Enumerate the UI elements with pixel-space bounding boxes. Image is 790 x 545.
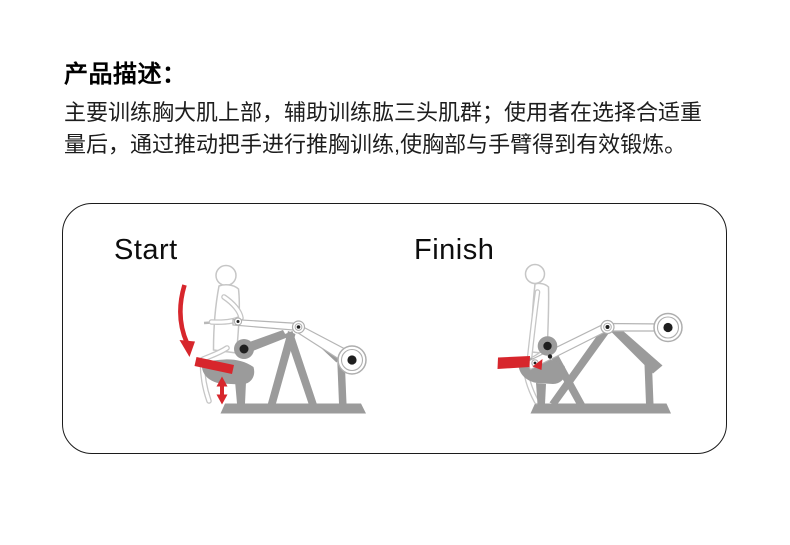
- cam-disc: [537, 336, 558, 359]
- pivot-joints: [233, 317, 306, 334]
- finish-exercise-illustration: [497, 263, 683, 414]
- exercise-diagram-panel: Start Finish: [62, 203, 727, 454]
- pivot-joints: [531, 319, 615, 367]
- start-exercise-illustration: [178, 264, 367, 414]
- page-title: 产品描述：: [64, 61, 187, 88]
- machine-frame: [530, 323, 671, 414]
- handle-tip-red: [532, 359, 543, 370]
- description-line-1: 主要训练胸大肌上部，辅助训练肱三头肌群；使用者在选择合适重: [64, 100, 703, 125]
- press-down-arrow-icon: [178, 284, 195, 357]
- height-adjust-arrow-icon: [216, 376, 228, 405]
- handle-pad-red: [497, 356, 530, 369]
- description-text: 主要训练胸大肌上部，辅助训练肱三头肌群；使用者在选择合适重 量后，通过推动把手进…: [64, 97, 739, 160]
- finish-label: Finish: [414, 234, 495, 266]
- start-label: Start: [114, 234, 178, 266]
- person-head: [524, 263, 546, 285]
- handle-pad-red: [194, 357, 234, 374]
- weight-wheel: [653, 312, 683, 343]
- cam-disc: [234, 339, 254, 359]
- person-head: [215, 264, 237, 287]
- weight-wheel: [337, 345, 367, 375]
- description-line-2: 量后，通过推动把手进行推胸训练,使胸部与手臂得到有效锻炼。: [64, 131, 687, 157]
